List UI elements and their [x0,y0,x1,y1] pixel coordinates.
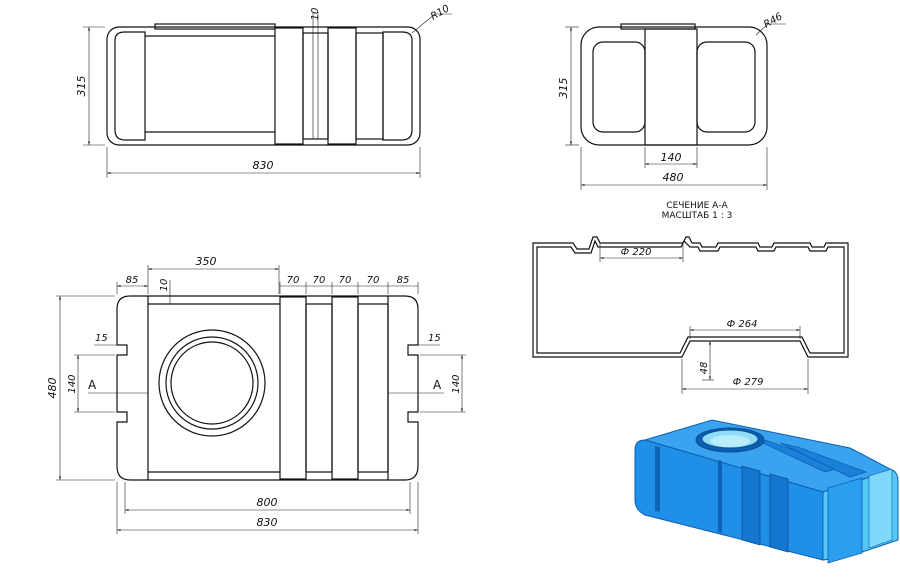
side-len-label: 480 [663,171,684,184]
plan-inner-label: 800 [257,496,278,509]
plan-center-r-label: 140 [451,374,462,393]
plan-b4-label: 70 [367,275,380,286]
plan-gap-label: 10 [159,279,170,292]
front-len-label: 830 [253,159,274,172]
plan-notch-r-label: 15 [428,333,441,344]
plan-right-label: 85 [397,275,410,286]
plan-b2-label: 70 [313,275,326,286]
section-a-a: СЕЧЕНИЕ А-А МАСШТАБ 1 : 3 Ф 220 Ф 264 Ф … [532,201,849,394]
section-title: СЕЧЕНИЕ А-А [666,201,728,211]
tank-3d-render [634,419,899,564]
plan-section-l-label: A [88,378,97,392]
section-outer-d-label: Ф 279 [733,377,764,388]
front-gap-label: 10 [310,8,321,21]
plan-view: 350 85 10 70 70 70 70 85 800 830 480 [46,255,466,534]
section-bot-d-label: Ф 264 [727,319,758,330]
plan-h-label: 480 [46,378,59,399]
section-scale: МАСШТАБ 1 : 3 [662,211,733,221]
side-h-label: 315 [557,78,570,99]
section-top-d-label: Ф 220 [621,247,652,258]
plan-notch-l-label: 15 [95,333,108,344]
section-depth-label: 48 [699,362,710,375]
side-view: 140 480 315 R46 [557,11,786,190]
plan-hatch-off-label: 350 [196,255,217,268]
plan-b3-label: 70 [339,275,352,286]
front-view: 830 315 10 R10 [75,3,452,178]
plan-center-label: 140 [67,374,78,393]
plan-b1-label: 70 [287,275,300,286]
front-radius-label: R10 [429,3,452,22]
plan-total-label: 830 [257,516,278,529]
side-band-label: 140 [661,151,682,164]
plan-left-label: 85 [126,275,139,286]
plan-section-r-label: A [433,378,442,392]
side-radius-label: R46 [762,11,785,30]
front-h-label: 315 [75,76,88,97]
